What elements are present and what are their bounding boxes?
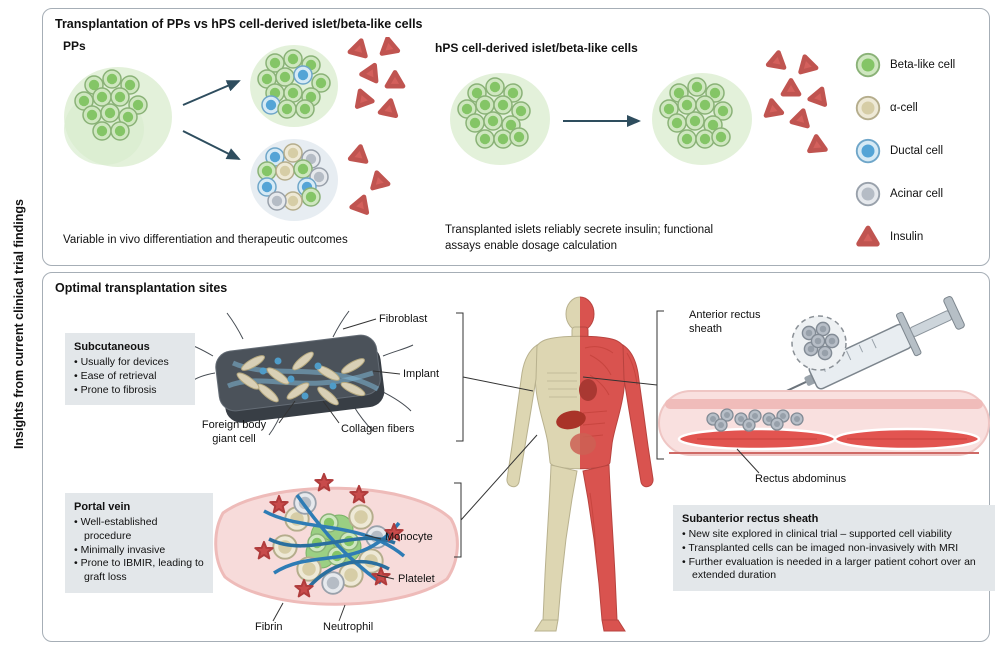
collagen-fibers-label: Collagen fibers bbox=[341, 423, 415, 435]
bullet: Usually for devices bbox=[74, 356, 186, 370]
insulin-secretion-low bbox=[343, 141, 395, 223]
portal-vein-bullets: Well-established procedure Minimally inv… bbox=[74, 516, 204, 584]
legend-item-alpha: α-cell bbox=[855, 95, 955, 121]
pps-caption: Variable in vivo differentiation and the… bbox=[63, 234, 348, 246]
fibroblast-label: Fibroblast bbox=[379, 313, 428, 325]
insulin-secretion-high bbox=[345, 37, 407, 129]
subcutaneous-title: Subcutaneous bbox=[74, 341, 150, 353]
pps-heading: PPs bbox=[63, 39, 86, 53]
hps-heading: hPS cell-derived islet/beta-like cells bbox=[435, 41, 638, 55]
bullet: Prone to IBMIR, leading to graft loss bbox=[74, 557, 204, 584]
bullet: Transplanted cells can be imaged non-inv… bbox=[682, 542, 986, 556]
beta-cell-icon bbox=[855, 52, 881, 78]
hps-result-cluster bbox=[652, 73, 752, 165]
bullet: Ease of retrieval bbox=[74, 370, 186, 384]
side-label-text: Insights from current clinical trial fin… bbox=[12, 198, 26, 450]
legend-item-beta: Beta-like cell bbox=[855, 52, 956, 78]
implant-label: Implant bbox=[403, 368, 440, 380]
hps-caption: Transplanted islets reliably secrete ins… bbox=[445, 224, 714, 252]
pp-cluster-illustration bbox=[64, 67, 172, 167]
bullet: Minimally invasive bbox=[74, 544, 204, 558]
subanterior-title: Subanterior rectus sheath bbox=[682, 513, 819, 525]
foreign-body-giant-cell-label: Foreign body giant cell bbox=[201, 419, 267, 445]
cell-type-legend: Beta-like cell α-cell Ductal cell Acinar… bbox=[855, 52, 956, 268]
legend-label: Acinar cell bbox=[890, 188, 944, 200]
legend-label: Insulin bbox=[890, 231, 924, 243]
bottom-panel: Optimal transplantation sites bbox=[42, 272, 995, 642]
acinar-cell-icon bbox=[855, 181, 881, 207]
graft-cell-cluster-magnified bbox=[791, 315, 847, 371]
platelet-label: Platelet bbox=[398, 573, 435, 585]
hps-cluster-illustration bbox=[450, 73, 550, 165]
bullet: Further evaluation is needed in a larger… bbox=[682, 556, 986, 583]
legend-item-acinar: Acinar cell bbox=[855, 181, 955, 207]
hps-insulin-secretion bbox=[757, 49, 837, 173]
rectus-sheath-illustration bbox=[658, 390, 990, 456]
subanterior-bullets: New site explored in clinical trial – su… bbox=[682, 528, 986, 583]
alpha-cell-icon bbox=[855, 95, 881, 121]
bullet: New site explored in clinical trial – su… bbox=[682, 528, 986, 542]
bottom-panel-title: Optimal transplantation sites bbox=[55, 281, 228, 295]
bullet: Prone to fibrosis bbox=[74, 384, 186, 398]
human-body-illustration bbox=[506, 296, 654, 632]
pp-outcome-good-cluster bbox=[250, 45, 338, 127]
legend-label: Beta-like cell bbox=[890, 59, 956, 71]
neutrophil-label: Neutrophil bbox=[323, 621, 374, 633]
subcutaneous-info-box: Subcutaneous Usually for devices Ease of… bbox=[65, 333, 195, 406]
syringe-illustration bbox=[734, 296, 965, 416]
portal-vein-illustration bbox=[214, 472, 459, 606]
subcutaneous-bullets: Usually for devices Ease of retrieval Pr… bbox=[74, 356, 186, 397]
top-panel-title: Transplantation of PPs vs hPS cell-deriv… bbox=[55, 17, 423, 31]
legend-item-ductal: Ductal cell bbox=[855, 138, 955, 164]
subanterior-info-box: Subanterior rectus sheath New site explo… bbox=[673, 505, 995, 591]
anterior-rectus-sheath-label: Anterior rectus sheath bbox=[689, 309, 761, 335]
pp-outcome-mixed-cluster bbox=[250, 139, 338, 221]
top-panel: Transplantation of PPs vs hPS cell-deriv… bbox=[42, 8, 990, 266]
ductal-cell-icon bbox=[855, 138, 881, 164]
rectus-abdominus-label: Rectus abdominus bbox=[755, 473, 847, 485]
legend-label: Ductal cell bbox=[890, 145, 944, 157]
legend-item-insulin: Insulin bbox=[855, 225, 955, 249]
bullet: Well-established procedure bbox=[74, 516, 204, 543]
legend-label: α-cell bbox=[890, 102, 918, 114]
insulin-icon bbox=[855, 224, 881, 250]
portal-vein-title: Portal vein bbox=[74, 501, 131, 513]
figure-side-label: Insights from current clinical trial fin… bbox=[6, 0, 32, 648]
fibrin-label: Fibrin bbox=[255, 621, 283, 633]
monocyte-label: Monocyte bbox=[385, 531, 433, 543]
portal-vein-info-box: Portal vein Well-established procedure M… bbox=[65, 493, 213, 593]
